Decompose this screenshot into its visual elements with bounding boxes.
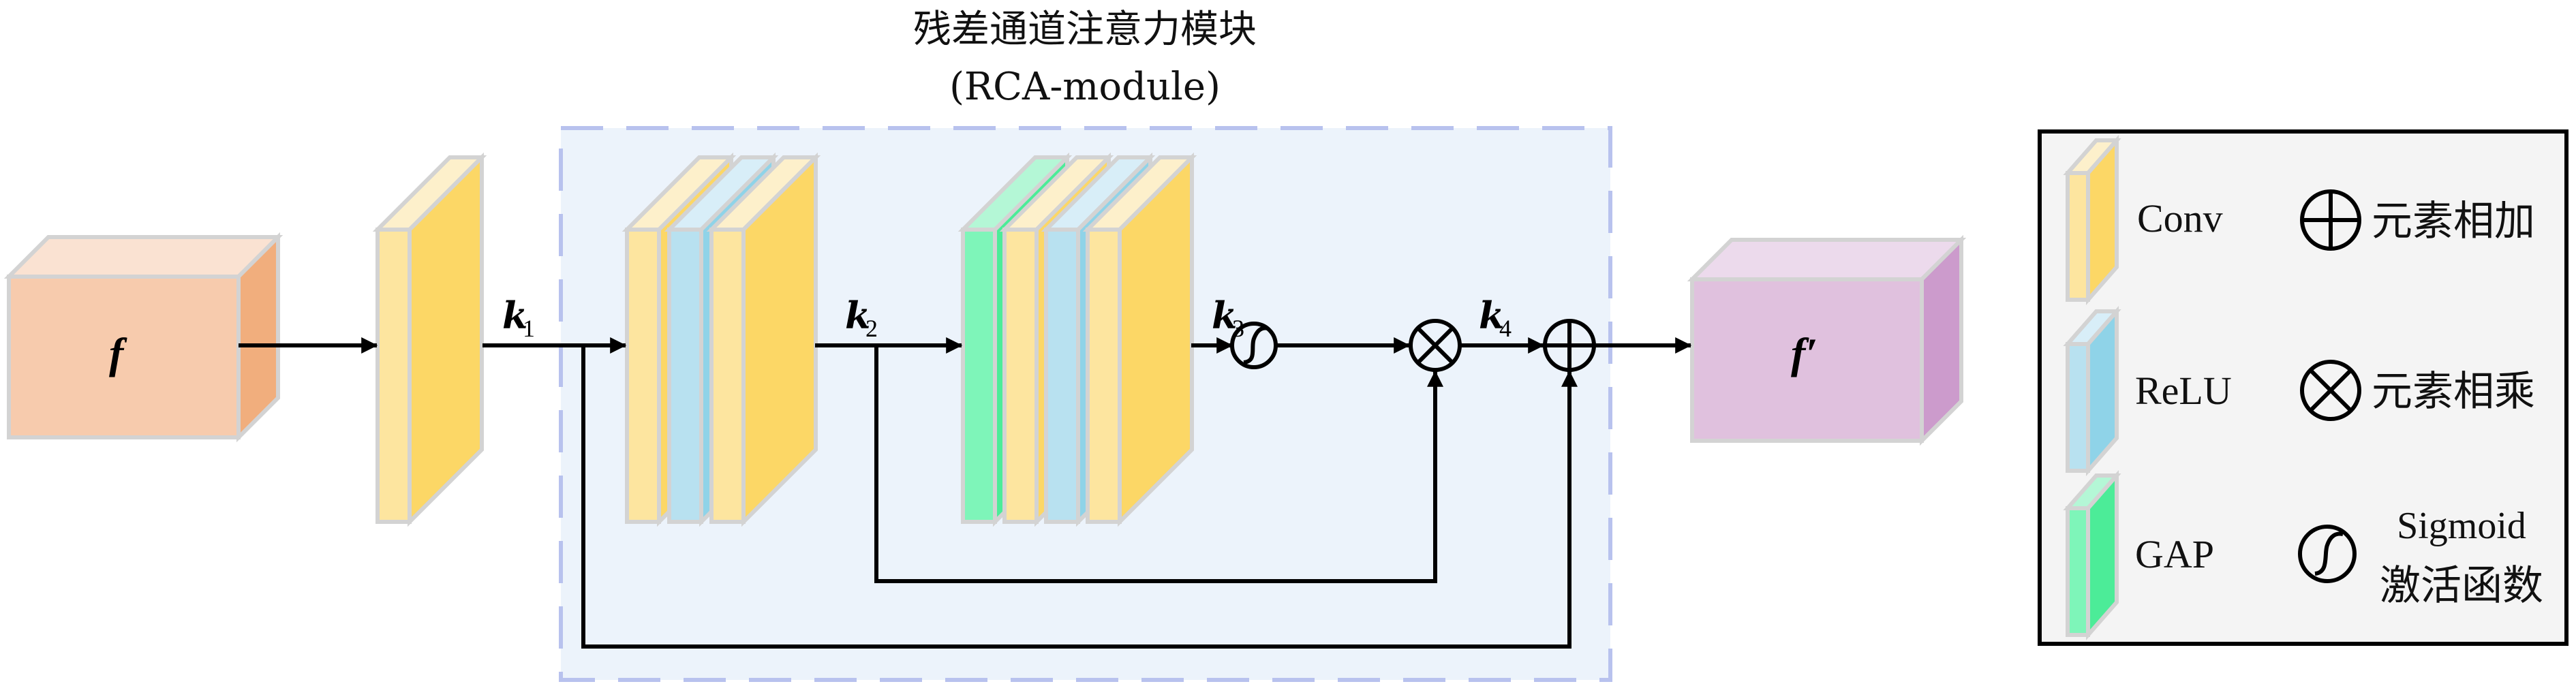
- svg-text:1: 1: [523, 315, 535, 342]
- first-conv-layer-conv-1-front: [375, 228, 412, 524]
- svg-text:4: 4: [1499, 315, 1512, 342]
- signal-label-k2: k 2: [845, 294, 878, 342]
- module-title-cn: 残差通道注意力模块: [913, 7, 1257, 52]
- legend-gap-icon: [2063, 470, 2121, 640]
- layer-blocks: [372, 152, 1197, 527]
- legend: Conv ReLU GAP 元素相加 元素相乘 Sigmoid 激活函数: [2038, 129, 2569, 646]
- legend-label-add: 元素相加: [2372, 198, 2535, 245]
- output-feature-cube: [1687, 234, 1967, 446]
- legend-label-relu: ReLU: [2135, 369, 2232, 413]
- output-cube-front: [1690, 277, 1924, 443]
- block-b-layer-relu-3-front: [1044, 228, 1080, 524]
- legend-sigmoid-icon: [2298, 525, 2357, 583]
- legend-label-conv: Conv: [2137, 196, 2223, 240]
- block-b-layer-conv-2-front: [1002, 228, 1039, 524]
- block-b-layer-conv-4: [1082, 152, 1197, 527]
- block-b-layer-gap-1-front: [961, 228, 997, 524]
- legend-multiply-icon: [2300, 360, 2361, 421]
- legend-add-icon: [2300, 189, 2361, 251]
- legend-label-sigmoid: Sigmoid: [2397, 505, 2526, 547]
- first-conv-layer-conv-1: [372, 152, 487, 527]
- skip-k1-to-add: [581, 345, 1578, 649]
- legend-label-multiply: 元素相乘: [2372, 368, 2535, 416]
- output-cube: [1687, 234, 1967, 446]
- legend-layer-icons: [2063, 135, 2121, 640]
- legend-gap-icon-front: [2066, 506, 2090, 637]
- signal-label-k4: k 4: [1479, 294, 1512, 342]
- svg-text:k: k: [845, 294, 870, 337]
- input-cube: [3, 232, 283, 443]
- input-feature-cube: [3, 232, 283, 443]
- legend-relu-icon-front: [2066, 342, 2090, 473]
- output-cube-top: [1687, 238, 1967, 281]
- module-title-en: (RCA-module): [949, 65, 1221, 109]
- block-a-layer-relu-2-front: [667, 228, 703, 524]
- legend-conv-icon: [2063, 135, 2121, 305]
- block-a-layer-conv-3-front: [709, 228, 746, 524]
- block-a-layer-conv-1-front: [625, 228, 661, 524]
- output-feature-label: f′: [1791, 329, 1818, 377]
- signal-label-k1: k 1: [502, 294, 535, 342]
- svg-text:k: k: [1479, 294, 1504, 337]
- legend-label-sigmoid-cn: 激活函数: [2380, 562, 2543, 610]
- legend-relu-icon: [2063, 306, 2121, 476]
- svg-text:k: k: [502, 294, 527, 337]
- input-cube-top: [3, 235, 283, 279]
- legend-label-gap: GAP: [2135, 532, 2214, 576]
- skip-k2-to-multiply: [874, 345, 1443, 583]
- svg-text:2: 2: [865, 315, 878, 342]
- block-b-layer-conv-4-front: [1086, 228, 1122, 524]
- svg-text:k: k: [1212, 294, 1237, 337]
- multiply-icon: [1409, 319, 1462, 372]
- add-icon: [1543, 319, 1596, 372]
- sigmoid-icon: [1230, 322, 1278, 369]
- legend-conv-icon-front: [2066, 171, 2090, 302]
- block-a-layer-conv-3: [706, 152, 821, 527]
- input-cube-front: [7, 275, 241, 439]
